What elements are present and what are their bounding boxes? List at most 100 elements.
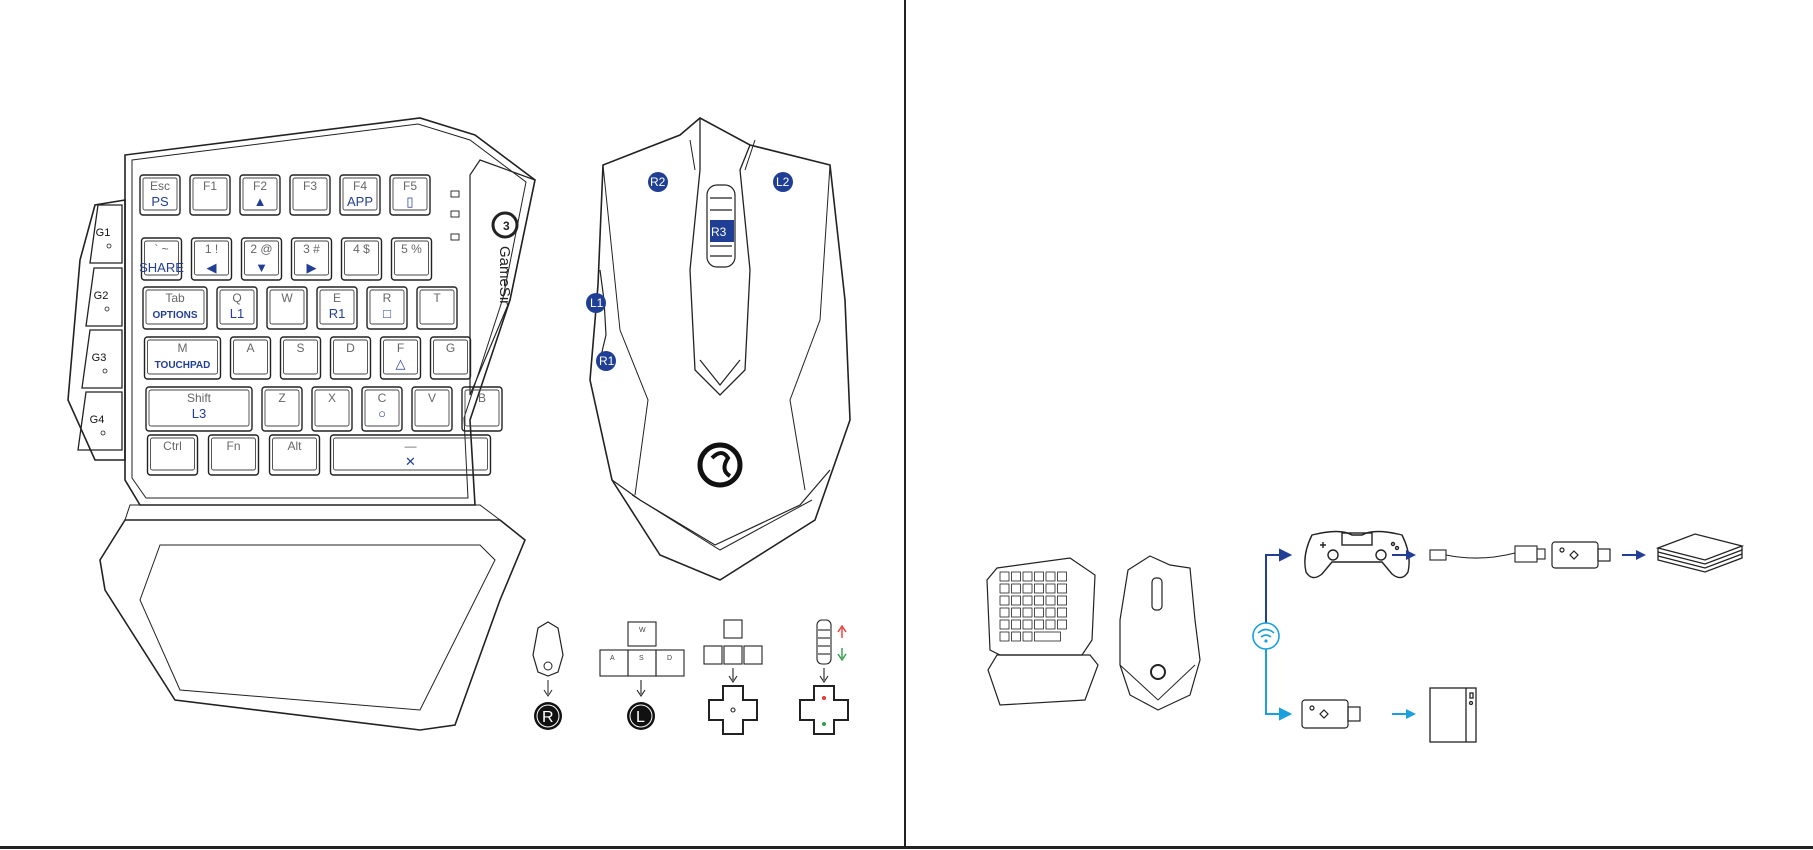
mini-key: [1058, 620, 1067, 629]
console-icon: [1658, 534, 1742, 572]
key-1-0: ` ~SHARE: [139, 238, 184, 280]
key-label: 3 #: [303, 242, 320, 256]
key-5-1: Fn: [209, 435, 259, 475]
key-label: Esc: [150, 179, 170, 193]
mini-key: [1035, 584, 1044, 593]
key-2-5: T: [417, 287, 457, 329]
key-sublabel: L3: [192, 406, 206, 421]
key-label: ` ~: [154, 242, 168, 256]
key-label: G: [446, 341, 455, 355]
mini-key: [1000, 620, 1009, 629]
key-sublabel: ▶: [307, 260, 317, 275]
g-key-4: G4: [78, 392, 122, 450]
key-4-1: Z: [262, 387, 302, 431]
key-2-3: ER1: [317, 287, 357, 329]
key-sublabel: PS: [151, 194, 169, 209]
key-label: M: [178, 341, 188, 355]
key-sublabel: TOUCHPAD: [155, 360, 211, 371]
key-sublabel: △: [396, 356, 406, 371]
mini-key: [1046, 620, 1055, 629]
key-label: R: [383, 291, 392, 305]
key-label: F1: [203, 179, 217, 193]
badge-l1-label: L1: [590, 296, 604, 310]
key-sublabel: R1: [329, 306, 346, 321]
key-2-4: R□: [367, 287, 407, 329]
mini-key: [1046, 584, 1055, 593]
g-key-3: G3: [82, 330, 122, 388]
wireless-branch: [1266, 646, 1290, 719]
key-label: 1 !: [205, 242, 218, 256]
key-4-3: C○: [362, 387, 402, 431]
badge-r1: R1: [596, 351, 616, 371]
mini-key: [1023, 584, 1032, 593]
key-label: W: [281, 291, 293, 305]
target-l-label: L: [636, 709, 645, 726]
badge-l1: L1: [586, 293, 606, 313]
led-indicators: [451, 191, 459, 240]
key-label: B: [478, 391, 486, 405]
mini-key: [1012, 584, 1021, 593]
badge-r3: R3: [710, 220, 734, 242]
badge-l2-label: L2: [776, 175, 790, 189]
key-1-3: 3 # ▶: [292, 238, 332, 280]
mini-key: [1058, 608, 1067, 617]
g-key-1: G1: [90, 205, 122, 263]
key-3-4: F△: [381, 337, 421, 379]
key-2-0: TabOPTIONS: [143, 287, 207, 329]
badge-r2-label: R2: [650, 175, 666, 189]
key-label: F: [397, 341, 404, 355]
wasd-a: A: [610, 655, 615, 662]
arrows-to-dpad-mapping: [704, 620, 762, 734]
key-label: 4 $: [353, 242, 370, 256]
mini-key: [1023, 620, 1032, 629]
mouse-logo-icon: [700, 445, 740, 485]
key-sublabel: ▲: [254, 194, 267, 209]
key-label: F5: [403, 179, 417, 193]
mini-key: [1000, 632, 1009, 641]
badge-l2: L2: [773, 172, 793, 192]
key-3-5: G: [431, 337, 471, 379]
mini-key: [1000, 596, 1009, 605]
mini-key: [1058, 584, 1067, 593]
mini-key: [1023, 632, 1032, 641]
wasd-s: S: [639, 655, 644, 662]
key-1-1: 1 !◀: [192, 238, 232, 280]
usb-cable-icon: [1430, 546, 1545, 562]
key-0-1: F1: [190, 175, 230, 215]
key-5-2: Alt: [270, 435, 320, 475]
key-sublabel: ✕: [405, 454, 416, 469]
key-label: 2 @: [250, 242, 272, 256]
mini-key: [1012, 608, 1021, 617]
key-0-2: F2▲: [240, 175, 280, 215]
key-2-1: QL1: [217, 287, 257, 329]
key-3-2: S: [281, 337, 321, 379]
key-label: Tab: [165, 291, 185, 305]
scroll-up-arrow-icon: [838, 626, 846, 638]
mini-key: [1023, 572, 1032, 581]
mini-key: [1023, 596, 1032, 605]
keyboard-brand: GameSir: [496, 246, 513, 305]
key-label: A: [246, 341, 254, 355]
wasd-d: D: [667, 655, 672, 662]
badge-r1-label: R1: [599, 354, 615, 368]
key-label: Z: [278, 391, 285, 405]
g-key-label: G2: [94, 290, 109, 302]
key-sublabel: OPTIONS: [152, 310, 197, 321]
key-4-4: V: [412, 387, 452, 431]
g-key-label: G1: [96, 227, 111, 239]
mini-key: [1012, 632, 1021, 641]
key-5-0: Ctrl: [148, 435, 198, 475]
mini-key: [1046, 596, 1055, 605]
pc-icon: [1430, 688, 1476, 742]
key-1-2: 2 @▼: [242, 238, 282, 280]
dpad-icon-2: [800, 686, 848, 734]
mini-key: [1046, 608, 1055, 617]
arrow-dongle-to-pc: [1392, 709, 1416, 719]
dpad-icon: [709, 686, 757, 734]
key-3-0: M TOUCHPAD: [145, 337, 221, 379]
key-sublabel: L1: [230, 306, 244, 321]
mini-key: [1000, 572, 1009, 581]
